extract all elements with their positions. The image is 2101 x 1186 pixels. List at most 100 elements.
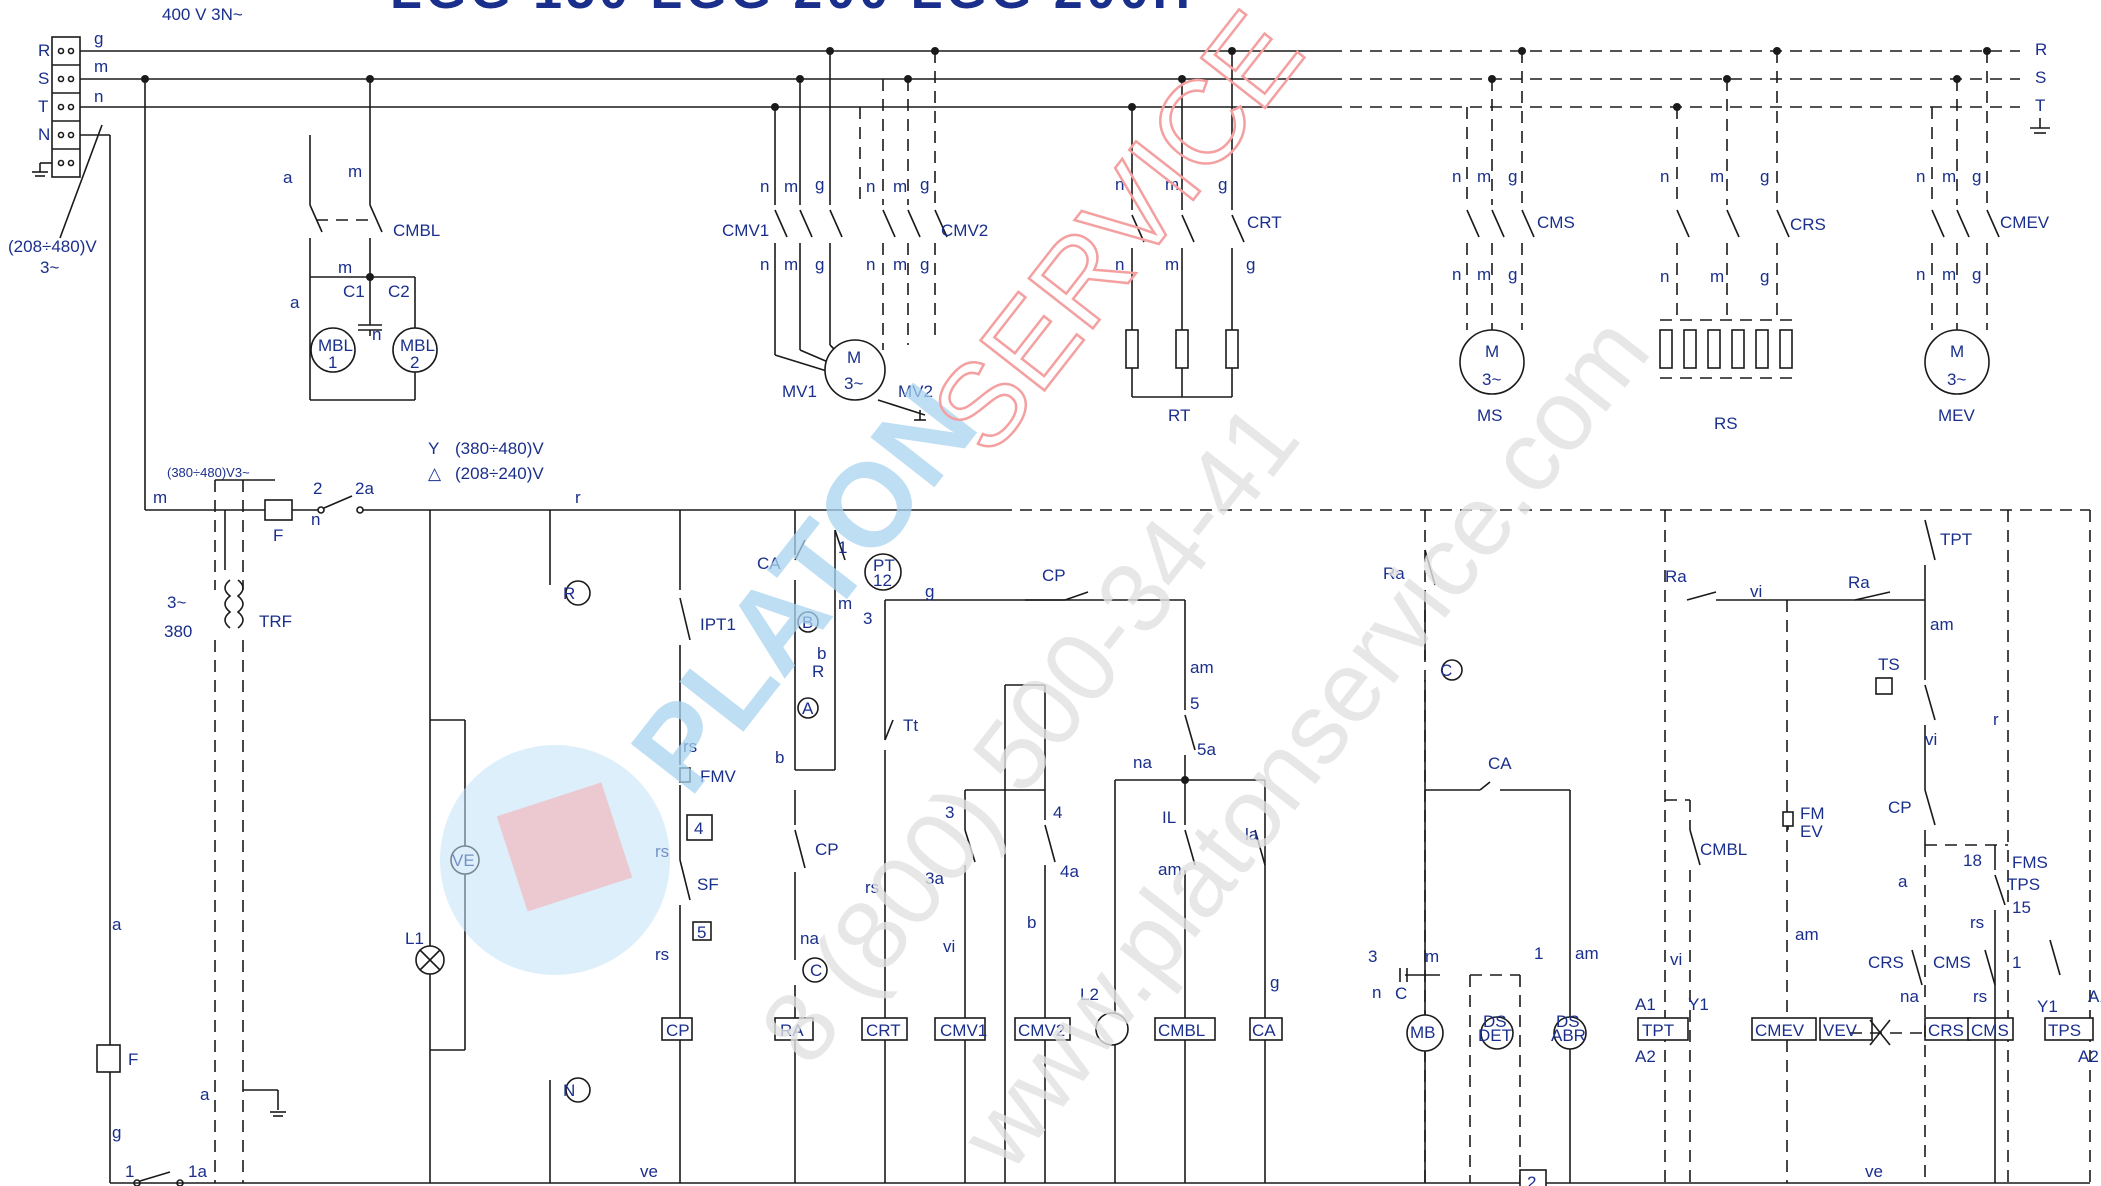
- ipt1-label: IPT1: [700, 615, 736, 634]
- star-symbol: Y: [428, 439, 439, 458]
- delta-voltage: (208÷240)V: [455, 464, 544, 483]
- am2-wire-label: am: [1158, 860, 1182, 879]
- contact3-label: 3: [945, 803, 954, 822]
- mev-g1: g: [1972, 167, 1981, 186]
- trf-primary-phase: 3~: [167, 593, 186, 612]
- rs4-wire-label: rs: [1970, 913, 1984, 932]
- trf-range: (380÷480)V3~: [167, 465, 250, 480]
- la-label: la: [1245, 825, 1259, 844]
- load-vev: VEV: [1823, 1021, 1858, 1040]
- box5-label: 5: [697, 923, 706, 942]
- mv2-label: MV2: [898, 382, 933, 401]
- mev-m1: m: [1942, 167, 1956, 186]
- mb-label: MB: [1410, 1023, 1436, 1042]
- na3-wire-label: na: [1900, 987, 1919, 1006]
- wash-motor-group: [771, 47, 948, 421]
- load-cmv1: CMV1: [940, 1021, 987, 1040]
- pt-1-label: 1: [838, 538, 847, 557]
- mev-motor-phase: 3~: [1947, 370, 1966, 389]
- rs-m2: m: [1710, 267, 1724, 286]
- ev-label: EV: [1800, 822, 1823, 841]
- b-selector: B: [802, 613, 813, 632]
- bus-n-label: n: [94, 87, 103, 106]
- cms-contact-label: CRS: [1868, 953, 1904, 972]
- rs-g1: g: [1760, 167, 1769, 186]
- rs-m1: m: [1710, 167, 1724, 186]
- g-wire-label: g: [925, 582, 934, 601]
- cmbl-power-group: [141, 75, 438, 510]
- load-tps: TPS: [2048, 1021, 2081, 1040]
- mv-m2: m: [784, 255, 798, 274]
- crs-contact-label: 1: [2012, 953, 2021, 972]
- cmbl-m2-label: m: [338, 258, 352, 277]
- trf-2-label: 2: [313, 479, 322, 498]
- rt-g1: g: [1218, 175, 1227, 194]
- ms-label: MS: [1477, 406, 1503, 425]
- l1-label: L1: [405, 929, 424, 948]
- cp-contact-label: CP: [815, 840, 839, 859]
- program-timer: [774, 510, 1283, 1183]
- trf-r-label: r: [575, 488, 581, 507]
- right-control: [1399, 510, 2094, 1186]
- r-wire-label: r: [1993, 710, 1999, 729]
- vi4-wire-label: vi: [1925, 730, 1937, 749]
- star-voltage: (380÷480)V: [455, 439, 544, 458]
- cp3-contact-label: CP: [1888, 798, 1912, 817]
- a1b-label: A1: [2088, 987, 2101, 1006]
- mev-motor-m: M: [1950, 342, 1964, 361]
- rs3-label: rs: [655, 945, 669, 964]
- load-ca: CA: [1252, 1021, 1276, 1040]
- m-wire-label: m: [1425, 947, 1439, 966]
- sf-label: SF: [697, 875, 719, 894]
- mev-g2: g: [1972, 265, 1981, 284]
- cmv1-label: CMV1: [722, 221, 769, 240]
- load-cms: CMS: [1971, 1021, 2009, 1040]
- ms-g1: g: [1508, 167, 1517, 186]
- mev-n2: n: [1916, 265, 1925, 284]
- cmv2-label: CMV2: [941, 221, 988, 240]
- rt-n1: n: [1115, 175, 1124, 194]
- cmbl-label: CMBL: [393, 221, 440, 240]
- bus-g-label: g: [94, 29, 103, 48]
- pt-12-label: 12: [873, 571, 892, 590]
- mv-motor-phase: 3~: [844, 374, 863, 393]
- heater-rt-group: [1125, 47, 1245, 398]
- bus-m-label: m: [94, 57, 108, 76]
- trf-fuse-label: F: [273, 526, 283, 545]
- l2-label: L2: [1080, 985, 1099, 1004]
- lamp-n-label: N: [563, 1081, 575, 1100]
- ds-det-sub: DET: [1478, 1026, 1512, 1045]
- mbl2-num: 2: [410, 353, 419, 372]
- bus-s-label: S: [2035, 68, 2046, 87]
- terminal-t: T: [38, 97, 48, 116]
- mv-n2: n: [760, 255, 769, 274]
- crs-label: CRS: [1790, 215, 1826, 234]
- rs-wire-label: rs: [865, 878, 879, 897]
- ms-motor-phase: 3~: [1482, 370, 1501, 389]
- crt-label: CRT: [1247, 213, 1282, 232]
- ra-label-1: Ra: [1383, 564, 1405, 583]
- terminal-block: [32, 36, 81, 178]
- control-supply: [110, 479, 2090, 1184]
- cp-contact2-label: CP: [1042, 566, 1066, 585]
- am3-wire-label: am: [1575, 944, 1599, 963]
- tps-15-label: 15: [2012, 898, 2031, 917]
- mv-n1: n: [760, 177, 769, 196]
- left-aux: [96, 1044, 286, 1186]
- tps-18-label: FMS: [2012, 853, 2048, 872]
- mev-label: MEV: [1938, 406, 1976, 425]
- cmbl-a2-label: a: [290, 293, 300, 312]
- left-g-label: g: [112, 1123, 121, 1142]
- ve2-wire-label: ve: [1865, 1162, 1883, 1181]
- terminal-r: R: [38, 41, 50, 60]
- mv-g3: g: [920, 175, 929, 194]
- trf-2a-label: 2a: [355, 479, 374, 498]
- left-a-label: a: [112, 915, 122, 934]
- b2-wire-label: b: [775, 748, 784, 767]
- a3-wire-label: a: [1898, 872, 1908, 891]
- vi-wire-label: vi: [943, 937, 955, 956]
- vi3-wire-label: vi: [1670, 950, 1682, 969]
- a-selector: A: [802, 699, 814, 718]
- pt-3-label: 3: [863, 609, 872, 628]
